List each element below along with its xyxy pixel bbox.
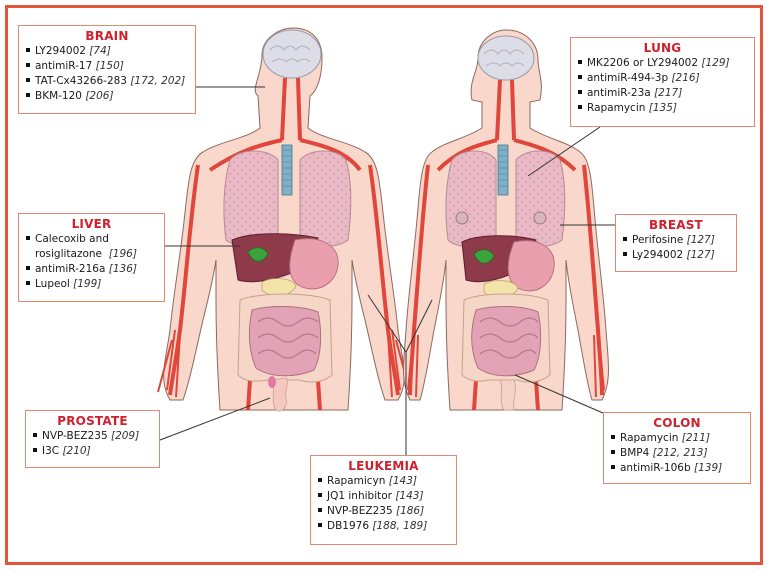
brain-item: LY294002 [74] — [25, 44, 189, 59]
prostate-title: PROSTATE — [57, 414, 128, 428]
bullet-icon — [611, 465, 615, 469]
lung-item: MK2206 or LY294002 [129] — [577, 56, 748, 71]
female-breast-left — [455, 211, 469, 225]
bullet-icon — [26, 281, 30, 285]
brain-item: antimiR-17 [150] — [25, 59, 189, 74]
prostate-connector — [159, 397, 271, 441]
liver-box: LIVER Calecoxib and rosiglitazone [196] … — [18, 213, 165, 302]
lung-box: LUNG MK2206 or LY294002 [129] antimiR-49… — [570, 37, 755, 127]
bullet-icon — [33, 448, 37, 452]
bullet-icon — [611, 435, 615, 439]
breast-box: BREAST Perifosine [127] Ly294002 [127] — [615, 214, 737, 272]
bullet-icon — [318, 508, 322, 512]
brain-item: TAT-Cx43266-283 [172, 202] — [25, 74, 189, 89]
lung-title: LUNG — [643, 41, 682, 55]
bullet-icon — [26, 48, 30, 52]
leukemia-title: LEUKEMIA — [348, 459, 419, 473]
colon-item: BMP4 [212, 213] — [610, 446, 744, 461]
liver-item-cont: rosiglitazone [196] — [35, 248, 137, 260]
colon-item: antimiR-106b [139] — [610, 461, 744, 476]
bullet-icon — [623, 237, 627, 241]
leukemia-item: DB1976 [188, 189] — [317, 519, 450, 534]
female-skin — [403, 29, 609, 411]
male-stomach — [289, 238, 339, 290]
colon-box: COLON Rapamycin [211] BMP4 [212, 213] an… — [603, 412, 751, 484]
breast-item: Perifosine [127] — [622, 233, 730, 248]
female-lung-left — [445, 150, 497, 248]
prostate-box: PROSTATE NVP-BEZ235 [209] I3C [210] — [25, 410, 160, 468]
lung-connector — [527, 126, 601, 177]
brain-box: BRAIN LY294002 [74] antimiR-17 [150] TAT… — [18, 25, 196, 114]
bullet-icon — [26, 266, 30, 270]
breast-item: Ly294002 [127] — [622, 248, 730, 263]
female-breast-right — [533, 211, 547, 225]
prostate-item: I3C [210] — [32, 444, 153, 459]
bullet-icon — [578, 105, 582, 109]
bullet-icon — [26, 93, 30, 97]
leukemia-item: NVP-BEZ235 [186] — [317, 504, 450, 519]
female-brain — [477, 35, 535, 81]
bullet-icon — [578, 60, 582, 64]
leukemia-item: JQ1 inhibitor [143] — [317, 489, 450, 504]
leukemia-connector — [367, 294, 433, 455]
lung-item: Rapamycin [135] — [577, 101, 748, 116]
female-lung-right — [515, 150, 566, 248]
bullet-icon — [33, 433, 37, 437]
bullet-icon — [26, 236, 30, 240]
liver-item: Lupeol [199] — [25, 277, 158, 292]
leukemia-item: Rapamicyn [143] — [317, 474, 450, 489]
lung-item: antimiR-23a [217] — [577, 86, 748, 101]
colon-title: COLON — [653, 416, 701, 430]
male-body — [157, 27, 411, 412]
liver-item: antimiR-216a [136] — [25, 262, 158, 277]
lung-item: antimiR-494-3p [216] — [577, 71, 748, 86]
bullet-icon — [26, 63, 30, 67]
bullet-icon — [318, 478, 322, 482]
brain-title: BRAIN — [85, 29, 129, 43]
bullet-icon — [318, 523, 322, 527]
liver-title: LIVER — [71, 217, 112, 231]
female-body — [403, 29, 609, 411]
breast-title: BREAST — [649, 218, 703, 232]
bullet-icon — [578, 90, 582, 94]
liver-item: Calecoxib and — [25, 232, 158, 247]
bullet-icon — [623, 252, 627, 256]
male-brain — [262, 29, 322, 79]
female-stomach — [507, 240, 555, 292]
male-small-intestine — [248, 305, 322, 377]
connector-lines — [159, 86, 615, 455]
brain-item: BKM-120 [206] — [25, 89, 189, 104]
bullet-icon — [318, 493, 322, 497]
figure-frame — [5, 5, 763, 565]
bullet-icon — [611, 450, 615, 454]
prostate-item: NVP-BEZ235 [209] — [32, 429, 153, 444]
male-lung-left — [223, 150, 279, 248]
colon-connector — [514, 374, 604, 414]
leukemia-box: LEUKEMIA Rapamicyn [143] JQ1 inhibitor [… — [310, 455, 457, 545]
colon-item: Rapamycin [211] — [610, 431, 744, 446]
male-lung-right — [299, 150, 352, 248]
bullet-icon — [26, 78, 30, 82]
male-skin — [163, 27, 405, 411]
bullet-icon — [578, 75, 582, 79]
